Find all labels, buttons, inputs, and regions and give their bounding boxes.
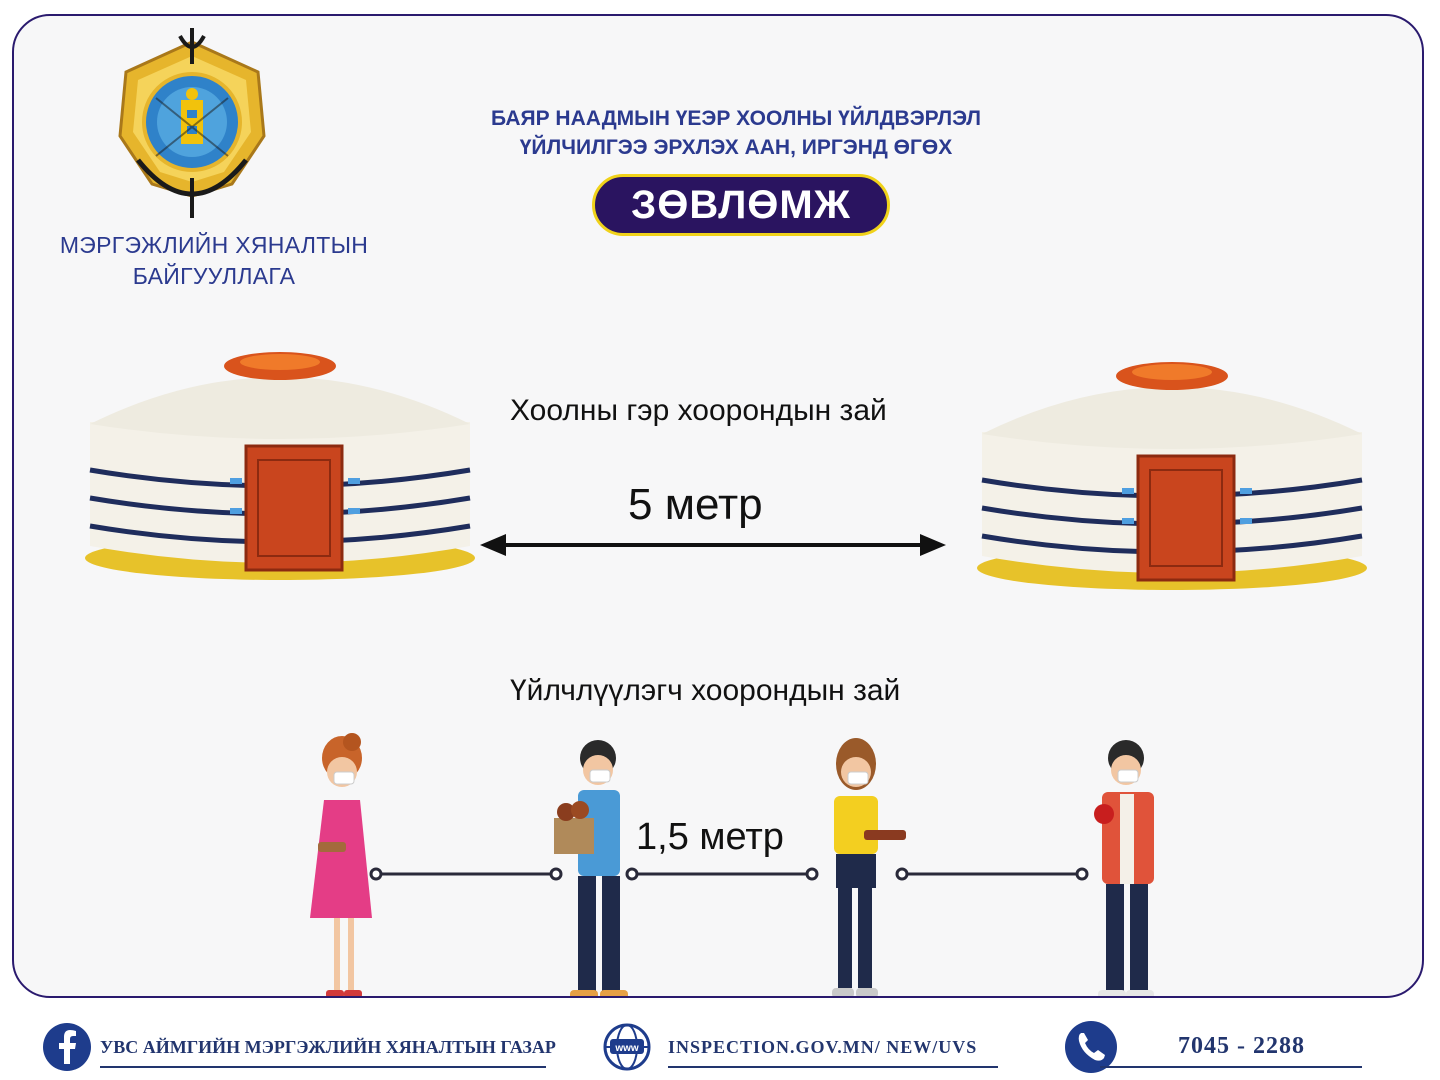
website-link[interactable]: INSPECTION.GOV.MN/ NEW/UVS [668, 1037, 978, 1057]
facebook-page-name[interactable]: УВС АЙМГИЙН МЭРГЭЖЛИЙН ХЯНАЛТЫН ГАЗАР [100, 1037, 556, 1057]
globe-icon-label: www [614, 1043, 639, 1054]
yurt-distance-caption: Хоолны гэр хоорондын зай [510, 394, 887, 427]
people-distance-connectors [369, 867, 1089, 881]
phone-icon[interactable] [1064, 1020, 1118, 1074]
person-woman-yellow-shirt [832, 738, 906, 996]
phone-number[interactable]: 7045 - 2288 [1178, 1033, 1305, 1059]
headline-line1: БАЯР НААДМЫН ҮЕЭР ХООЛНЫ ҮЙЛДВЭРЛЭЛ [491, 107, 981, 130]
people-distance-caption: Үйлчлүүлэгч хоорондын зай [510, 674, 901, 707]
person-man-with-apple [1094, 740, 1154, 996]
facebook-underline [100, 1066, 546, 1068]
headline-line2: ҮЙЛЧИЛГЭЭ ЭРХЛЭХ ААН, ИРГЭНД ӨГӨХ [519, 136, 953, 159]
organization-emblem [118, 28, 266, 218]
yurt-distance-arrow [480, 534, 946, 556]
person-man-with-bag [554, 740, 628, 996]
poster-card: МЭРГЭЖЛИЙН ХЯНАЛТЫН БАЙГУУЛЛАГА БАЯР НАА… [12, 14, 1424, 998]
yurt-distance-value: 5 метр [628, 480, 763, 529]
person-woman-pink-dress [310, 733, 372, 996]
organization-name-line1: МЭРГЭЖЛИЙН ХЯНАЛТЫН [59, 232, 369, 258]
phone-underline [1100, 1066, 1362, 1068]
headline: БАЯР НААДМЫН ҮЕЭР ХООЛНЫ ҮЙЛДВЭРЛЭЛ ҮЙЛЧ… [386, 104, 1086, 162]
organization-name: МЭРГЭЖЛИЙН ХЯНАЛТЫН БАЙГУУЛЛАГА [44, 230, 384, 292]
organization-name-line2: БАЙГУУЛЛАГА [132, 263, 296, 289]
website-underline [668, 1066, 998, 1068]
facebook-icon[interactable] [42, 1022, 92, 1072]
yurt-left-illustration [85, 352, 475, 580]
footer: УВС АЙМГИЙН МЭРГЭЖЛИЙН ХЯНАЛТЫН ГАЗАР ww… [0, 1012, 1440, 1080]
recommendation-badge: ЗӨВЛӨМЖ [592, 174, 890, 236]
yurt-right-illustration [977, 362, 1367, 590]
globe-icon[interactable]: www [602, 1022, 652, 1072]
people-distance-value: 1,5 метр [636, 816, 784, 858]
